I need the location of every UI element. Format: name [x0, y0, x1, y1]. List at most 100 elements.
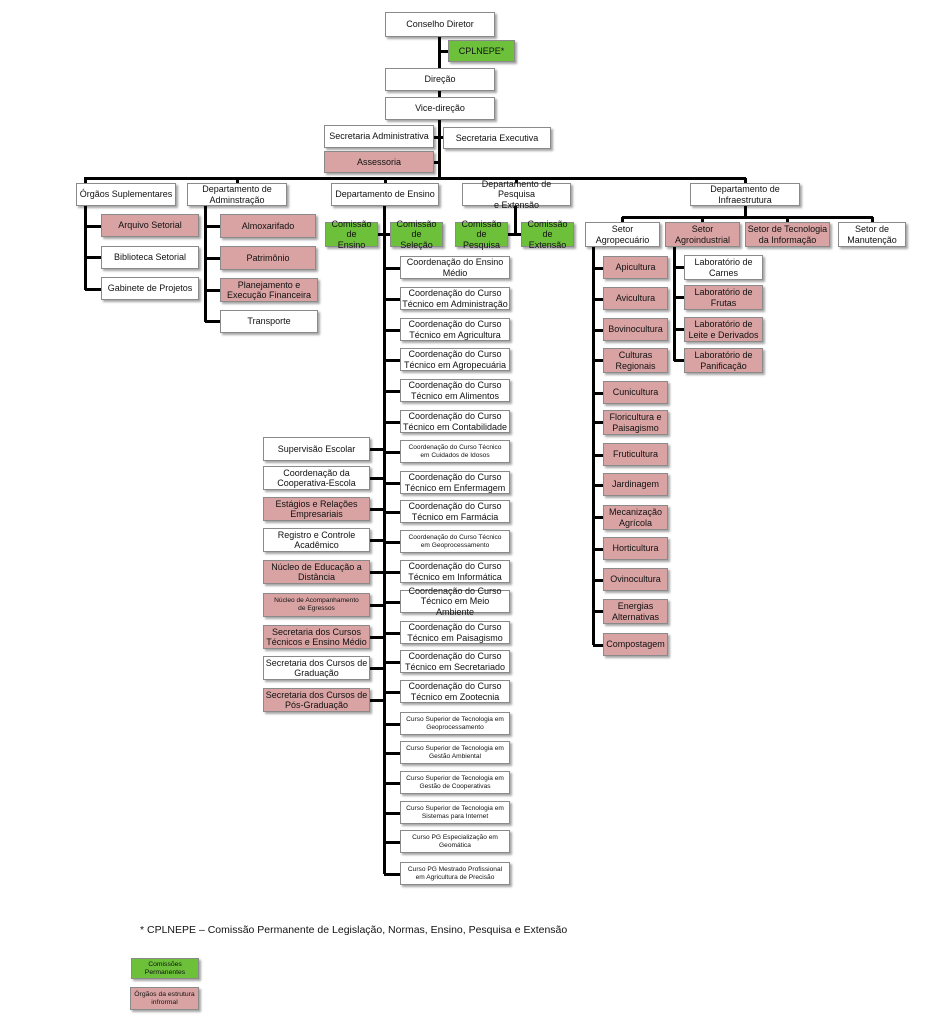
connector-line	[370, 508, 384, 511]
connector-line	[384, 511, 400, 514]
connector-line	[384, 571, 400, 574]
node-coordenacao: Coordenação do Curso Técnico em Geoproce…	[400, 530, 510, 553]
connector-line	[384, 661, 400, 664]
connector-line	[384, 267, 400, 270]
connector-line	[439, 50, 448, 53]
node-arquivo-setorial: Arquivo Setorial	[101, 214, 199, 237]
connector-line	[384, 390, 400, 393]
connector-line	[370, 539, 384, 542]
node-setor-agroindustrial: Setor Agroindustrial	[665, 222, 740, 247]
node-setor-agropecuario-item: Fruticultura	[603, 443, 668, 466]
connector-line	[384, 691, 400, 694]
node-setor-agropecuario-item: Avicultura	[603, 287, 668, 310]
node-comissao-selecao: Comissão de Seleção	[390, 219, 443, 250]
connector-line	[593, 516, 603, 519]
node-laboratorio: Laboratório de Carnes	[684, 255, 763, 280]
connector-line	[515, 178, 518, 184]
node-coordenacao: Coordenação do Curso Técnico em Contabil…	[400, 410, 510, 433]
node-biblioteca-setorial: Biblioteca Setorial	[101, 246, 199, 269]
node-ensino-apoio: Registro e Controle Acadêmico	[263, 528, 370, 552]
node-coordenacao: Coordenação do Curso Técnico em Agropecu…	[400, 348, 510, 371]
node-vice-direcao: Vice-direção	[385, 97, 495, 120]
node-secretaria-executiva: Secretaria Executiva	[443, 127, 551, 149]
legend-comissoes-permanentes: Comissões Permanentes	[131, 958, 199, 979]
connector-line	[370, 571, 384, 574]
connector-line	[85, 225, 101, 228]
connector-line	[370, 667, 384, 670]
node-ensino-apoio: Estágios e Relações Empresariais	[263, 497, 370, 521]
node-setor-agropecuario: Setor Agropecuário	[585, 222, 660, 247]
node-setor-agropecuario-item: Energias Alternativas	[603, 599, 668, 624]
connector-line	[673, 246, 676, 361]
node-coordenacao: Coordenação do Curso Técnico em Farmácia	[400, 500, 510, 523]
connector-line	[384, 541, 400, 544]
connector-line	[593, 298, 603, 301]
node-setor-agropecuario-item: Horticultura	[603, 537, 668, 560]
connector-line	[384, 178, 387, 184]
connector-line	[384, 841, 400, 844]
connector-line	[622, 216, 873, 219]
node-direcao: Direção	[385, 68, 495, 91]
connector-line	[593, 644, 603, 647]
connector-line	[384, 359, 400, 362]
node-assessoria: Assessoria	[324, 151, 434, 173]
connector-line	[593, 548, 603, 551]
connector-line	[593, 454, 603, 457]
connector-line	[85, 288, 101, 291]
connector-line	[621, 217, 624, 223]
node-setor-agropecuario-item: Mecanização Agrícola	[603, 505, 668, 530]
connector-line	[593, 484, 603, 487]
node-coordenacao: Curso PG Mestrado Profissional em Agricu…	[400, 862, 510, 885]
node-setor-agropecuario-item: Jardinagem	[603, 473, 668, 496]
node-coordenacao: Coordenação do Curso Técnico em Alimento…	[400, 379, 510, 402]
connector-line	[384, 482, 400, 485]
node-departamento-administracao: Departamento de Adminstração	[187, 183, 287, 206]
node-cplnepe: CPLNEPE*	[448, 40, 515, 62]
connector-line	[384, 421, 400, 424]
node-ensino-apoio: Secretaria dos Cursos de Pós-Graduação	[263, 688, 370, 712]
node-setor-agropecuario-item: Floricultura e Paisagismo	[603, 410, 668, 435]
node-laboratorio: Laboratório de Frutas	[684, 285, 763, 310]
node-coordenacao: Curso PG Especialização em Geomática	[400, 830, 510, 853]
connector-line	[236, 178, 239, 184]
connector-line	[384, 752, 400, 755]
connector-line	[384, 723, 400, 726]
connector-line	[592, 246, 595, 645]
connector-line	[84, 205, 87, 290]
connector-line	[508, 233, 521, 236]
node-setor-agropecuario-item: Apicultura	[603, 256, 668, 279]
connector-line	[205, 225, 220, 228]
node-secretaria-administrativa: Secretaria Administrativa	[324, 125, 434, 148]
connector-line	[433, 136, 443, 139]
node-coordenacao: Coordenação do Curso Técnico em Zootecni…	[400, 680, 510, 703]
connector-line	[674, 359, 684, 362]
node-departamento-ensino: Departamento de Ensino	[331, 183, 439, 206]
node-ensino-apoio: Coordenação da Cooperativa-Escola	[263, 466, 370, 490]
node-coordenacao: Curso Superior de Tecnologia em Geoproce…	[400, 712, 510, 735]
connector-line	[205, 257, 220, 260]
connector-line	[383, 205, 386, 874]
connector-line	[593, 610, 603, 613]
connector-line	[370, 699, 384, 702]
connector-line	[384, 451, 400, 454]
connector-line	[871, 217, 874, 223]
node-laboratorio: Laboratório de Panificação	[684, 348, 763, 373]
connector-line	[84, 178, 87, 184]
connector-line	[384, 329, 400, 332]
node-coordenacao: Coordenação do Curso Técnico em Cuidados…	[400, 440, 510, 463]
connector-line	[593, 329, 603, 332]
connector-line	[384, 812, 400, 815]
node-setor-agropecuario-item: Ovinocultura	[603, 568, 668, 591]
node-laboratorio: Laboratório de Leite e Derivados	[684, 317, 763, 342]
footnote: * CPLNEPE – Comissão Permanente de Legis…	[140, 924, 568, 936]
node-setor-agropecuario-item: Culturas Regionais	[603, 348, 668, 373]
connector-line	[205, 320, 220, 323]
node-coordenacao: Coordenação do Curso Técnico em Paisagis…	[400, 621, 510, 644]
connector-line	[701, 217, 704, 223]
node-ensino-apoio: Secretaria dos Cursos Técnicos e Ensino …	[263, 625, 370, 649]
node-coordenacao: Curso Superior de Tecnologia em Gestão d…	[400, 771, 510, 794]
node-orgaos-suplementares: Órgãos Suplementares	[76, 183, 176, 206]
connector-line	[514, 205, 517, 235]
connector-line	[593, 579, 603, 582]
node-coordenacao: Coordenação do Curso Técnico em Informát…	[400, 560, 510, 583]
